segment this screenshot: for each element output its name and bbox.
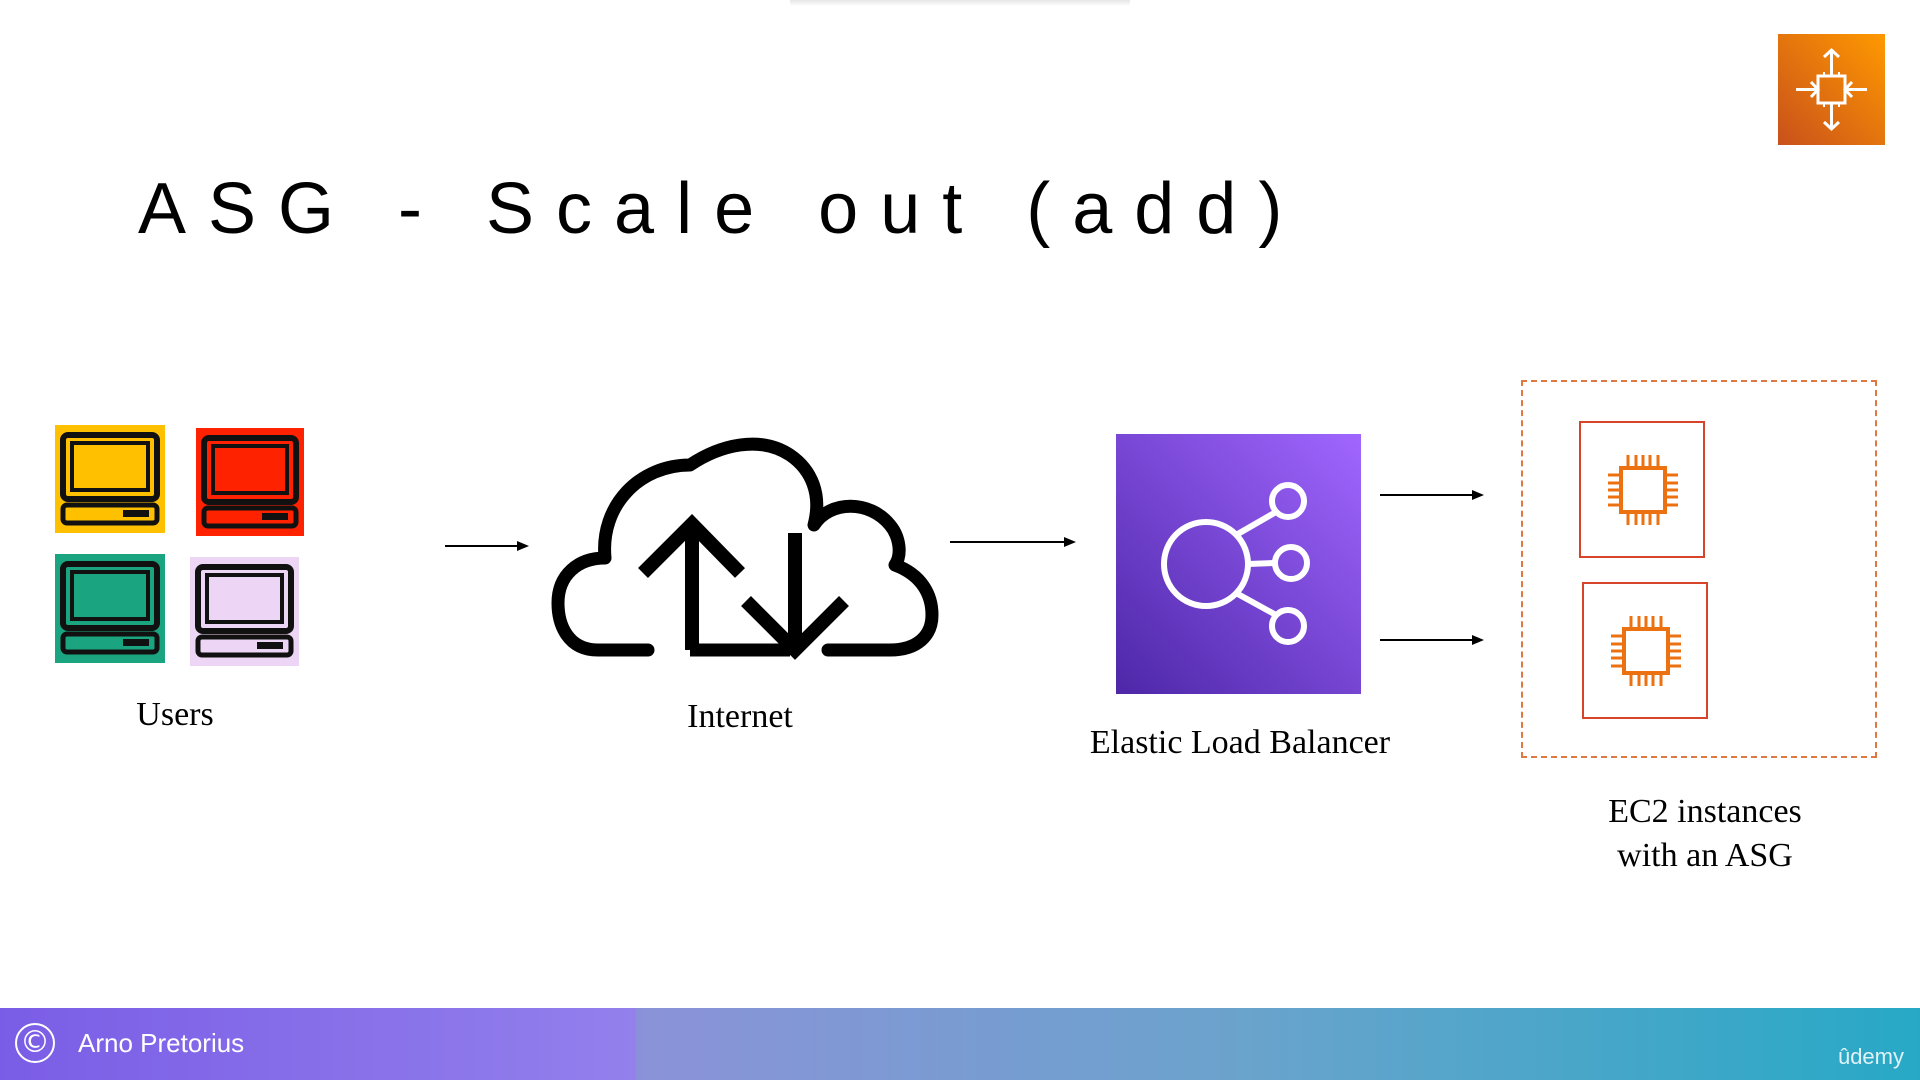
top-shadow	[790, 0, 1130, 6]
arrow-users-to-internet	[445, 541, 529, 551]
ec2-instance	[1579, 421, 1705, 558]
ec2-instance	[1582, 582, 1708, 719]
ec2-label: EC2 instances with an ASG	[1560, 790, 1850, 878]
footer-author-panel: © Arno Pretorius	[0, 1008, 636, 1080]
cloud-upload-download-icon	[551, 437, 939, 660]
computer-icon-lavender	[190, 557, 299, 666]
users-label: Users	[136, 696, 214, 733]
computer-icon-green	[55, 554, 165, 663]
load-balancer-icon	[1161, 482, 1310, 645]
arrow-internet-to-elb	[950, 537, 1076, 547]
footer-bar: © Arno Pretorius ûdemy	[0, 1008, 1920, 1080]
elb-label: Elastic Load Balancer	[1089, 724, 1391, 761]
ec2-chip-icon	[1611, 616, 1681, 686]
ec2-chip-icon	[1608, 455, 1678, 525]
computer-icon-yellow	[55, 425, 165, 533]
arrow-elb-to-ec2-top	[1380, 490, 1484, 500]
copyright-icon: ©	[15, 1023, 55, 1063]
udemy-watermark: ûdemy	[1837, 1044, 1904, 1069]
slide-title: ASG - Scale out (add)	[138, 169, 1305, 249]
computer-icon-red	[196, 428, 304, 536]
auto-scaling-icon	[1778, 34, 1885, 145]
ec2-label-line1: EC2 instances	[1608, 793, 1802, 830]
elastic-load-balancer	[1116, 434, 1361, 694]
auto-scaling-group	[1521, 380, 1877, 758]
internet-label: Internet	[687, 698, 793, 735]
arrow-elb-to-ec2-bottom	[1380, 635, 1484, 645]
ec2-label-line2: with an ASG	[1617, 837, 1793, 874]
author-name: Arno Pretorius	[78, 1028, 245, 1058]
